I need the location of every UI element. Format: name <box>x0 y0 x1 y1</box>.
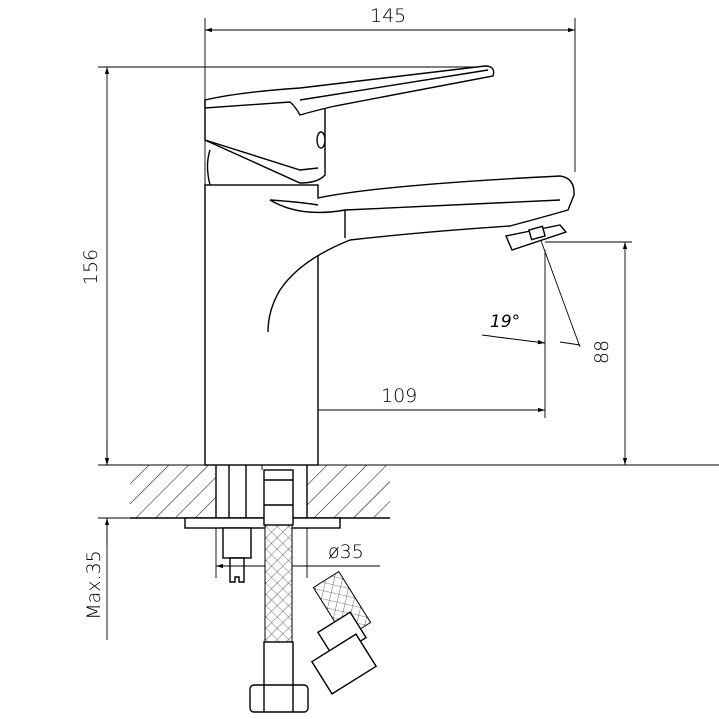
max-thickness-dimension <box>98 440 185 640</box>
max-thickness-label: Max.35 <box>82 550 105 620</box>
spout-height-label: 88 <box>591 339 614 365</box>
countertop <box>130 465 390 529</box>
angle-dimension <box>481 237 581 348</box>
faucet-body <box>204 65 575 466</box>
height-label: 156 <box>80 248 103 286</box>
spout-height-dimension <box>545 241 632 465</box>
mounting-bolt <box>222 527 252 583</box>
width-label: 145 <box>370 5 407 27</box>
hole-diameter-label: ø35 <box>328 541 364 563</box>
reach-label: 109 <box>381 385 418 407</box>
angle-label: 19° <box>490 312 521 332</box>
hole-diameter-dimension <box>215 528 380 578</box>
supply-hoses <box>249 469 378 713</box>
